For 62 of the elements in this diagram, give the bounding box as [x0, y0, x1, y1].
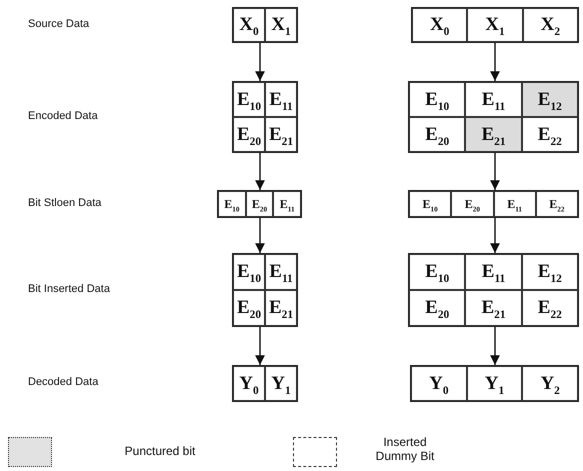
bit-cell: E$_{10}$	[218, 191, 246, 217]
bit-cell: E$_{10}$	[233, 254, 265, 290]
data-block	[410, 365, 579, 402]
bit-cell: E$_{20}$	[409, 290, 466, 326]
bit-cell: X$_{0}$	[233, 8, 265, 42]
bit-cell: E$_{21}$	[265, 117, 297, 152]
arrow	[255, 153, 265, 190]
bit-cell: E$_{21}$	[465, 290, 522, 326]
bit-cell: Y$_{0}$	[411, 366, 467, 401]
bit-cell: E$_{22}$	[536, 191, 578, 217]
bit-cell: E$_{20}$	[451, 191, 494, 217]
bit-cell: E$_{11}$	[465, 254, 522, 290]
bit-cell: E$_{11}$	[265, 254, 297, 290]
data-block	[411, 7, 579, 43]
bit-cell: Y$_{1}$	[466, 366, 522, 401]
legend-label: Punctured bit	[124, 444, 196, 458]
row-label: Bit Stloen Data	[28, 197, 102, 209]
bit-cell: X$_{1}$	[467, 8, 523, 42]
bit-cell: E$_{10}$	[233, 82, 265, 117]
bit-cell: E$_{20}$	[233, 290, 265, 326]
bit-cell: E$_{12}$	[522, 254, 578, 290]
arrow	[490, 327, 500, 365]
bit-cell: E$_{22}$	[522, 117, 578, 152]
row-label: Bit Inserted Data	[28, 283, 110, 295]
bit-cell: E$_{10}$	[409, 82, 466, 117]
punctured-bit-cell: E$_{21}$	[465, 117, 522, 152]
arrow	[255, 43, 265, 81]
data-block	[232, 7, 298, 43]
bit-cell: X$_{1}$	[265, 8, 297, 42]
bit-cell: Y$_{2}$	[522, 366, 578, 401]
arrow	[255, 218, 265, 253]
row-label: Decoded Data	[28, 376, 98, 388]
bit-cell: X$_{0}$	[412, 8, 468, 42]
arrow	[490, 218, 500, 253]
data-block	[408, 253, 579, 327]
data-block	[408, 81, 579, 153]
bit-cell: E$_{10}$	[409, 191, 452, 217]
legend-label: Inserted Dummy Bit	[374, 435, 436, 463]
bit-cell: E$_{22}$	[522, 290, 578, 326]
row-label: Encoded Data	[28, 110, 98, 122]
punctured-bit-cell: E$_{12}$	[522, 82, 578, 117]
bit-cell: E$_{11}$	[273, 191, 301, 217]
row-label: Source Data	[28, 18, 90, 30]
data-block	[217, 190, 302, 218]
bit-cell: E$_{20}$	[246, 191, 274, 217]
bit-cell: E$_{11}$	[494, 191, 536, 217]
bit-cell: E$_{10}$	[409, 254, 466, 290]
arrow	[255, 327, 265, 365]
data-block	[232, 253, 298, 327]
bit-cell: X$_{2}$	[522, 8, 578, 42]
arrow	[490, 153, 500, 190]
data-block	[408, 190, 579, 218]
data-block	[232, 81, 298, 153]
bit-cell: E$_{20}$	[409, 117, 466, 152]
data-block	[232, 365, 298, 402]
bit-cell: E$_{11}$	[265, 82, 297, 117]
bit-cell: E$_{21}$	[265, 290, 297, 326]
bit-cell: E$_{11}$	[465, 82, 522, 117]
bit-cell: Y$_{0}$	[233, 366, 265, 401]
bit-cell: E$_{20}$	[233, 117, 265, 152]
arrow	[490, 43, 500, 81]
bit-cell: Y$_{1}$	[265, 366, 297, 401]
